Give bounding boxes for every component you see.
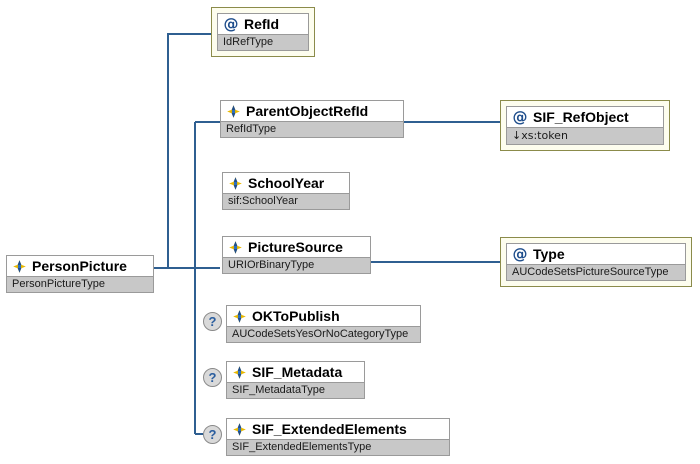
node-sif-refobject[interactable]: @ SIF_RefObject ↓xs:token [500,100,670,151]
node-sif-refobject-type: ↓xs:token [507,127,663,144]
node-sif-metadata-type: SIF_MetadataType [227,382,364,398]
node-school-year-label: SchoolYear [248,175,325,191]
optional-marker-sif-metadata: ? [203,368,222,387]
node-sif-metadata-title: SIF_Metadata [227,362,364,382]
node-sif-refobject-label: SIF_RefObject [533,109,629,125]
element-icon [12,259,27,274]
node-sif-metadata-body: SIF_Metadata SIF_MetadataType [226,361,365,399]
node-ok-to-publish[interactable]: OKToPublish AUCodeSetsYesOrNoCategoryTyp… [226,305,421,343]
node-sif-extended-elements-type: SIF_ExtendedElementsType [227,439,449,455]
element-icon [232,422,247,437]
node-picture-source-title: PictureSource [223,237,370,257]
element-icon [228,176,243,191]
node-picture-source-label: PictureSource [248,239,343,255]
node-refid-title: @ RefId [218,14,308,34]
optional-marker-oktopublish: ? [203,312,222,331]
node-person-picture-title: PersonPicture [7,256,153,276]
node-refid-type: IdRefType [218,34,308,50]
node-person-picture-label: PersonPicture [32,258,127,274]
node-parent-object-refid-type: RefIdType [221,121,403,137]
node-type-title: @ Type [507,244,685,264]
node-school-year-type: sif:SchoolYear [223,193,349,209]
node-refid-body: @ RefId IdRefType [217,13,309,51]
node-person-picture-body: PersonPicture PersonPictureType [6,255,154,293]
node-type[interactable]: @ Type AUCodeSetsPictureSourceType [500,237,692,287]
node-type-body: @ Type AUCodeSetsPictureSourceType [506,243,686,281]
node-parent-object-refid-body: ParentObjectRefId RefIdType [220,100,404,138]
node-sif-extended-elements-body: SIF_ExtendedElements SIF_ExtendedElement… [226,418,450,456]
wire-root-to-refid [167,33,211,268]
node-sif-metadata[interactable]: SIF_Metadata SIF_MetadataType [226,361,365,399]
element-icon [226,104,241,119]
node-ok-to-publish-label: OKToPublish [252,308,340,324]
node-refid[interactable]: @ RefId IdRefType [211,7,315,57]
node-school-year-body: SchoolYear sif:SchoolYear [222,172,350,210]
node-type-type: AUCodeSetsPictureSourceType [507,264,685,280]
node-refid-label: RefId [244,16,279,32]
element-icon [228,240,243,255]
node-sif-extended-elements[interactable]: SIF_ExtendedElements SIF_ExtendedElement… [226,418,450,456]
element-icon [232,309,247,324]
node-sif-extended-elements-title: SIF_ExtendedElements [227,419,449,439]
node-sif-refobject-title: @ SIF_RefObject [507,107,663,127]
attribute-icon: @ [512,244,528,263]
node-parent-object-refid-title: ParentObjectRefId [221,101,403,121]
node-sif-extended-elements-label: SIF_ExtendedElements [252,421,407,437]
attribute-icon: @ [223,14,239,33]
node-picture-source[interactable]: PictureSource URIOrBinaryType [222,236,371,274]
node-sif-metadata-label: SIF_Metadata [252,364,343,380]
node-ok-to-publish-type: AUCodeSetsYesOrNoCategoryType [227,326,420,342]
node-ok-to-publish-title: OKToPublish [227,306,420,326]
node-type-label: Type [533,246,565,262]
attribute-icon: @ [512,107,528,126]
node-ok-to-publish-body: OKToPublish AUCodeSetsYesOrNoCategoryTyp… [226,305,421,343]
optional-marker-sif-extended-elements: ? [203,425,222,444]
node-person-picture-type: PersonPictureType [7,276,153,292]
node-sif-refobject-body: @ SIF_RefObject ↓xs:token [506,106,664,145]
node-picture-source-type: URIOrBinaryType [223,257,370,273]
node-school-year[interactable]: SchoolYear sif:SchoolYear [222,172,350,210]
node-picture-source-body: PictureSource URIOrBinaryType [222,236,371,274]
node-parent-object-refid[interactable]: ParentObjectRefId RefIdType [220,100,404,138]
node-parent-object-refid-label: ParentObjectRefId [246,103,369,119]
node-person-picture[interactable]: PersonPicture PersonPictureType [6,255,154,293]
node-school-year-title: SchoolYear [223,173,349,193]
element-icon [232,365,247,380]
